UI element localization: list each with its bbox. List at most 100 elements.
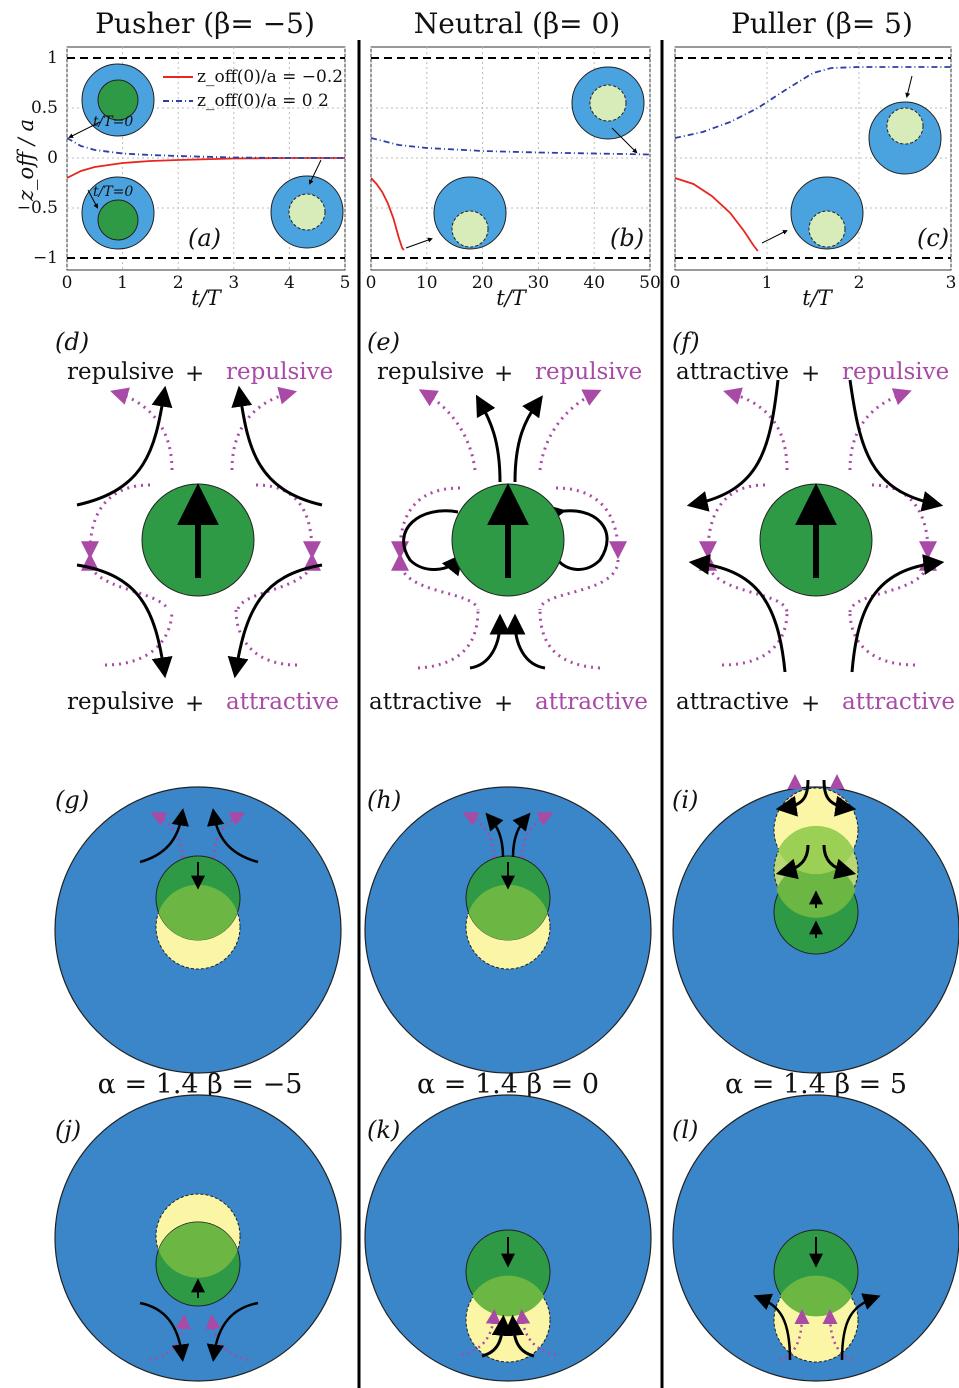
xtick: 50: [639, 273, 661, 293]
cell-panel-g: (g): [54, 786, 342, 1074]
x-axis-label-a: t/T: [191, 286, 223, 310]
ytick: 0.5: [31, 98, 58, 118]
flow-diagram-e: (e) repulsive + repulsive attractive + a…: [367, 328, 648, 717]
plus-sign: +: [801, 361, 820, 387]
overlap-region: [472, 1275, 544, 1317]
label-bottom-purple: attractive: [842, 689, 955, 715]
inset-label-bottom: t/T=0: [93, 184, 133, 200]
y-axis-label: z_off / a: [14, 119, 38, 202]
cell-panel-l: (l): [672, 1094, 959, 1382]
legend-red-label: z_off(0)/a = −0.2: [197, 67, 343, 87]
x-axis-label-c: t/T: [802, 286, 834, 310]
legend: z_off(0)/a = −0.2 z_off(0)/a = 0 2: [163, 67, 343, 111]
flow-diagram-f: (f) attractive + repulsive attractive + …: [672, 328, 955, 717]
overlap-region: [158, 1222, 238, 1278]
label-bottom-purple: attractive: [535, 689, 648, 715]
ytick: −1: [33, 248, 58, 268]
panel-label-d: (d): [55, 328, 89, 356]
inset-arrow-bottom: [87, 189, 98, 209]
inset-swimmer-top: [97, 79, 139, 121]
series-line-red: [675, 177, 759, 252]
inset-swimmer-bottom: [97, 199, 139, 241]
label-bottom-purple: attractive: [226, 689, 339, 715]
panel-label-g: (g): [55, 786, 89, 814]
panel-label-c: (c): [917, 224, 949, 252]
legend-blue-label: z_off(0)/a = 0 2: [197, 91, 329, 111]
column-title-pusher: Pusher (β= −5): [95, 7, 315, 40]
inset-arrow-top: [905, 75, 913, 98]
panel-label-a: (a): [188, 224, 221, 252]
panel-label-b: (b): [610, 224, 644, 252]
label-bottom-black: attractive: [676, 689, 789, 715]
inset-swimmer-bottom: [451, 210, 489, 248]
overlap-region: [158, 884, 238, 941]
inset-swimmer-top: [886, 107, 924, 145]
label-top-black: attractive: [676, 359, 789, 385]
x-axis-label-b: t/T: [496, 286, 528, 310]
panel-label-j: (j): [55, 1116, 81, 1144]
xtick: 30: [528, 273, 550, 293]
panel-label-f: (f): [672, 328, 700, 356]
panel-label-h: (h): [367, 786, 401, 814]
xtick: 20: [472, 273, 494, 293]
cell-panel-h: (h): [364, 786, 652, 1074]
plot-b: (b) 0 10 20 30 40 50 t/T: [366, 46, 661, 310]
ytick: 0: [47, 148, 58, 168]
plot-a: z_off(0)/a = −0.2 z_off(0)/a = 0 2 t/T=0…: [14, 46, 351, 310]
inset-arrow-top: [611, 127, 638, 154]
panel-label-k: (k): [367, 1116, 400, 1144]
plus-sign: +: [185, 361, 204, 387]
ytick: 1: [47, 48, 58, 68]
series-line-blue: [675, 66, 951, 139]
inset-swimmer-final: [288, 193, 326, 231]
cell-panel-j: (j): [54, 1094, 342, 1382]
label-top-black: repulsive: [377, 359, 484, 385]
label-top-purple: repulsive: [842, 359, 949, 385]
inset-swimmer-top: [589, 84, 627, 122]
xtick: 5: [340, 273, 351, 293]
plus-sign: +: [185, 691, 204, 717]
inset-arrow-final: [309, 159, 322, 185]
cell-panel-i: (i): [672, 774, 959, 1074]
plus-sign: +: [494, 691, 513, 717]
xtick: 2: [173, 273, 184, 293]
ytick: −0.5: [17, 198, 58, 218]
inset-arrow-bottom: [761, 230, 788, 244]
label-bottom-black: repulsive: [67, 689, 174, 715]
series-line-blue: [371, 137, 650, 156]
xtick: 0: [366, 273, 377, 293]
xtick: 40: [583, 273, 605, 293]
inset-arrow-bottom: [405, 237, 433, 249]
cell-panel-k: (k): [364, 1094, 652, 1382]
column-title-puller: Puller (β= 5): [731, 7, 913, 40]
overlap-region: [780, 1275, 852, 1317]
panel-label-e: (e): [367, 328, 400, 356]
label-top-purple: repulsive: [226, 359, 333, 385]
inset-label-top: t/T=0: [93, 114, 133, 130]
xtick: 1: [762, 273, 773, 293]
xtick: 0: [670, 273, 681, 293]
series-line-red: [371, 177, 405, 251]
xtick: 2: [854, 273, 865, 293]
xtick: 4: [284, 273, 295, 293]
xtick: 0: [62, 273, 73, 293]
label-bottom-black: attractive: [369, 689, 482, 715]
series-line-red: [67, 157, 345, 179]
label-top-black: repulsive: [67, 359, 174, 385]
inset-arrow-top: [68, 121, 101, 138]
panel-label-l: (l): [672, 1116, 698, 1144]
xtick: 3: [946, 273, 957, 293]
xtick: 10: [416, 273, 438, 293]
panel-label-i: (i): [672, 786, 698, 814]
column-title-neutral: Neutral (β= 0): [414, 7, 621, 40]
overlap-region: [468, 884, 548, 941]
xtick: 3: [228, 273, 239, 293]
plot-c: (c) 0 1 2 3 t/T: [670, 46, 957, 310]
label-top-purple: repulsive: [535, 359, 642, 385]
xtick: 1: [117, 273, 128, 293]
flow-diagram-d: (d) repulsive + repulsive repulsive + at…: [55, 328, 339, 717]
inset-swimmer-bottom: [808, 210, 846, 248]
plus-sign: +: [494, 361, 513, 387]
plus-sign: +: [801, 691, 820, 717]
